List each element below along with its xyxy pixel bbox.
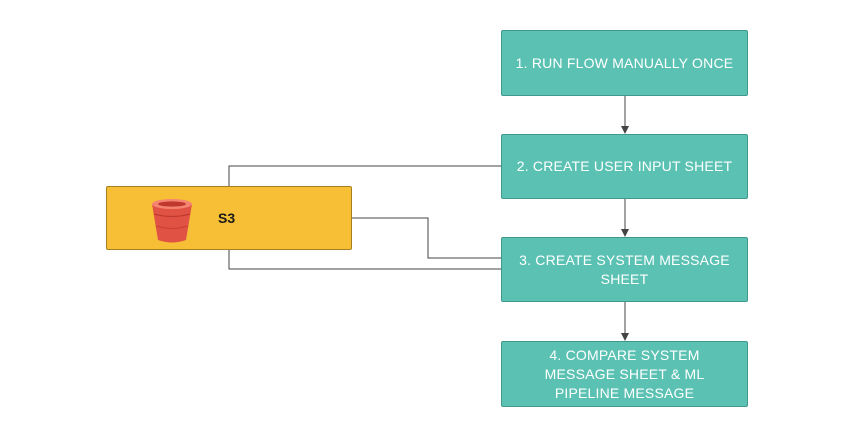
edge-s3-n3-bottom: [228, 250, 501, 270]
s3-bucket-icon: [152, 199, 192, 243]
step-1-node[interactable]: 1. RUN FLOW MANUALLY ONCE: [501, 30, 748, 96]
s3-label: S3: [218, 210, 236, 226]
s3-node[interactable]: S3: [106, 186, 352, 250]
edge-s3-n2: [228, 165, 501, 186]
step-2-label: 2. CREATE USER INPUT SHEET: [516, 158, 733, 174]
step-2-node[interactable]: 2. CREATE USER INPUT SHEET: [501, 134, 748, 199]
step-3-node[interactable]: 3. CREATE SYSTEM MESSAGE SHEET: [501, 237, 748, 302]
step-3-label: 3. CREATE SYSTEM MESSAGE SHEET: [519, 251, 730, 287]
step-4-label: 4. COMPARE SYSTEM MESSAGE SHEET & ML PIP…: [544, 346, 705, 401]
step-4-node[interactable]: 4. COMPARE SYSTEM MESSAGE SHEET & ML PIP…: [501, 341, 748, 407]
edge-s3-n3-top: [352, 217, 501, 259]
step-1-label: 1. RUN FLOW MANUALLY ONCE: [515, 54, 734, 71]
